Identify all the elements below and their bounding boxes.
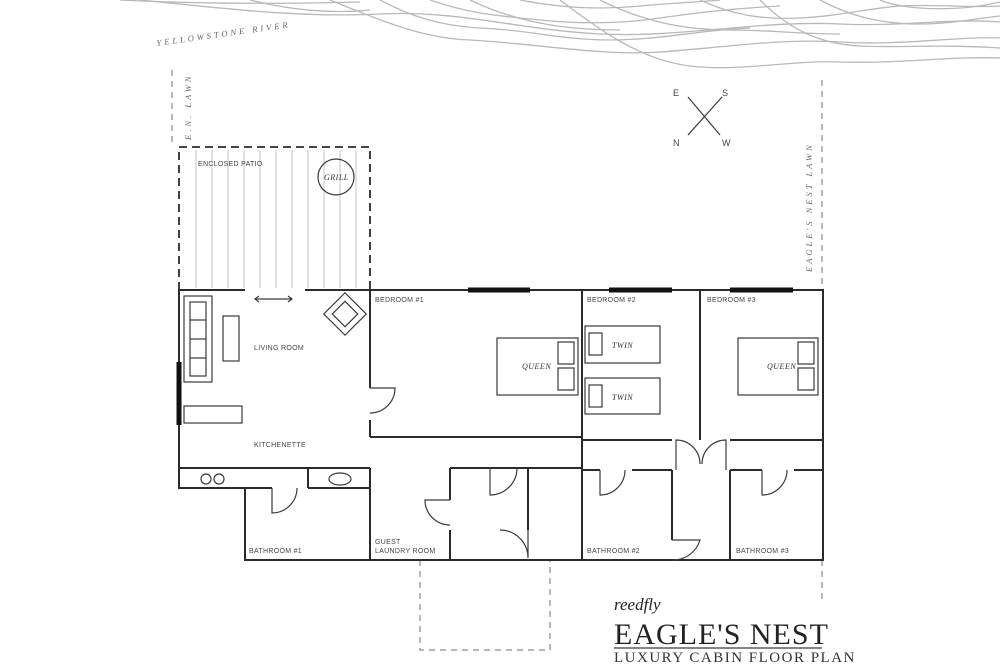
sofa — [183, 295, 213, 383]
compass-east: E — [673, 88, 679, 98]
stove-burner — [213, 473, 225, 485]
windows — [176, 287, 793, 425]
doors — [254, 295, 788, 561]
stove-burner — [200, 473, 212, 485]
guest-label: GUEST — [375, 539, 401, 546]
compass-west: W — [722, 138, 731, 148]
living-room-furniture — [183, 291, 368, 486]
enclosed-patio-label: ENCLOSED PATIO — [198, 161, 263, 168]
bedroom-1-label: BEDROOM #1 — [375, 297, 424, 304]
bedroom-2-label: BEDROOM #2 — [587, 297, 636, 304]
plan-title: EAGLE'S NEST — [614, 618, 829, 651]
outer-walls — [178, 289, 824, 561]
west-lawn-label: E.N. LAWN — [183, 73, 193, 141]
twin-bed-2 — [584, 377, 661, 415]
armchair — [322, 291, 368, 337]
laundry-room-label: LAUNDRY ROOM — [375, 548, 436, 555]
queen-bed-3 — [737, 337, 819, 396]
branding: reedfly EAGLE'S NEST LUXURY CABIN FLOOR … — [614, 595, 856, 666]
bedroom-3-label: BEDROOM #3 — [707, 297, 756, 304]
room-labels: LIVING ROOM KITCHENETTE BEDROOM #1 BEDRO… — [249, 297, 789, 555]
grill-icon — [317, 158, 355, 196]
bathroom-2-label: BATHROOM #2 — [587, 548, 640, 555]
interior-walls — [179, 290, 823, 560]
twin-bed-1 — [584, 325, 661, 364]
brand-logo: reedfly — [614, 595, 661, 614]
bathroom-3-label: BATHROOM #3 — [736, 548, 789, 555]
counter — [183, 405, 243, 424]
entry-walk — [419, 560, 551, 651]
river-label: YELLOWSTONE RIVER — [156, 19, 291, 48]
living-room-label: LIVING ROOM — [254, 345, 304, 352]
coffee-table — [222, 315, 240, 362]
queen-bed-1-label: QUEEN — [522, 362, 551, 371]
beds: QUEEN TWIN TWIN QUEEN — [496, 325, 819, 415]
twin-bed-1-label: TWIN — [612, 341, 633, 350]
queen-bed-3-label: QUEEN — [767, 362, 796, 371]
river-contours — [119, 0, 1000, 69]
plan-subtitle: LUXURY CABIN FLOOR PLAN — [614, 650, 856, 666]
enclosed-patio: GRILL ENCLOSED PATIO — [178, 146, 371, 290]
kitchenette-label: KITCHENETTE — [254, 442, 306, 449]
compass-north: N — [673, 138, 680, 148]
compass-south: S — [722, 88, 728, 98]
twin-bed-2-label: TWIN — [612, 393, 633, 402]
bathroom-1-label: BATHROOM #1 — [249, 548, 302, 555]
queen-bed-1 — [496, 337, 579, 396]
sink — [328, 472, 352, 486]
grill-label: GRILL — [324, 173, 349, 182]
east-lawn-label: EAGLE'S NEST LAWN — [804, 142, 814, 273]
compass: E S N W — [673, 88, 731, 148]
